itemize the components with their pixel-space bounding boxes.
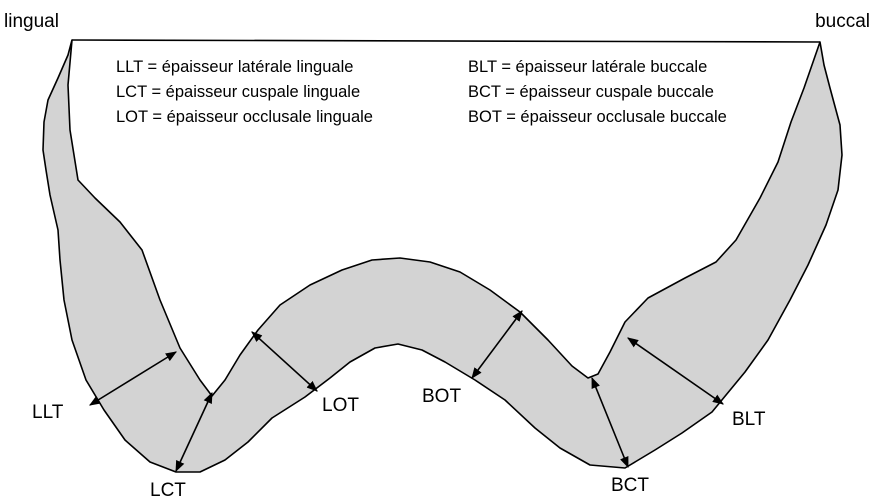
legend-llt: LLT = épaisseur latérale linguale	[116, 58, 353, 76]
lct-label: LCT	[150, 480, 186, 501]
bot-label: BOT	[422, 386, 461, 407]
legend-blt: BLT = épaisseur latérale buccale	[468, 58, 707, 76]
occlusal-lid-line	[71, 39, 821, 43]
bot-arrow	[471, 310, 523, 379]
blt-arrow	[627, 337, 724, 405]
lct-arrow	[175, 391, 213, 473]
llt-arrow	[89, 351, 177, 406]
lingual-label: lingual	[4, 11, 59, 32]
enamel-shell	[42, 39, 843, 473]
llt-label: LLT	[32, 402, 64, 423]
lot-arrow	[251, 331, 318, 392]
bct-label: BCT	[611, 475, 649, 496]
blt-label: BLT	[732, 409, 766, 430]
legend-lct: LCT = épaisseur cuspale linguale	[116, 83, 360, 101]
lot-label: LOT	[322, 395, 359, 416]
buccal-label: buccal	[815, 11, 870, 32]
bct-arrow	[591, 376, 629, 469]
legend-lot: LOT = épaisseur occlusale linguale	[116, 108, 373, 126]
legend-bot: BOT = épaisseur occlusale buccale	[468, 108, 727, 126]
legend-bct: BCT = épaisseur cuspale buccale	[468, 83, 714, 101]
